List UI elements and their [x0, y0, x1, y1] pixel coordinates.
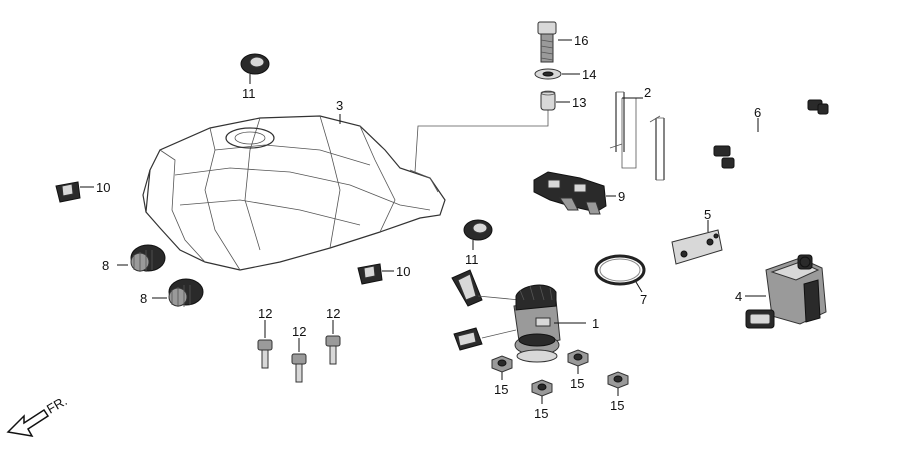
label-part-11-top: 11 [242, 86, 256, 101]
nut-15-a [491, 355, 513, 380]
nut-15-c [531, 379, 553, 404]
front-direction-arrow: FR. [6, 393, 70, 437]
front-direction-label: FR. [44, 393, 70, 416]
label-part-15-b: 15 [570, 376, 584, 391]
valve-4 [745, 254, 827, 329]
label-part-7: 7 [640, 292, 647, 307]
label-part-15-a: 15 [494, 382, 508, 397]
label-part-8-upper: 8 [102, 258, 109, 273]
collar-13 [540, 90, 570, 111]
label-part-16: 16 [574, 33, 588, 48]
damper-8-upper [117, 244, 166, 272]
tube-2 [609, 91, 665, 181]
label-part-12-middle: 12 [292, 324, 306, 339]
cushion-10-middle [357, 263, 394, 285]
hose-routing-line [414, 108, 549, 173]
label-part-5: 5 [704, 207, 711, 222]
plate-5 [671, 220, 723, 265]
label-part-13: 13 [572, 95, 586, 110]
nut-15-b [567, 349, 589, 374]
bolt-12-right [325, 320, 341, 365]
o-ring-7 [594, 254, 646, 293]
grommet-11-top [240, 53, 270, 84]
cushion-10-left [55, 181, 94, 203]
label-part-15-d: 15 [610, 398, 624, 413]
fuel-tank [142, 115, 446, 271]
bolt-16 [537, 21, 572, 63]
fuel-pump-1 [451, 269, 586, 363]
nut-15-d [607, 371, 629, 396]
damper-8-lower [152, 278, 204, 307]
bracket-9 [533, 171, 616, 215]
label-part-10-middle: 10 [396, 264, 410, 279]
label-part-12-right: 12 [326, 306, 340, 321]
washer-14 [534, 68, 580, 80]
label-part-10-left: 10 [96, 180, 110, 195]
label-part-4: 4 [735, 289, 742, 304]
label-part-8-lower: 8 [140, 291, 147, 306]
label-part-9: 9 [618, 189, 625, 204]
label-part-14: 14 [582, 67, 596, 82]
bolt-12-middle [291, 338, 307, 383]
label-part-1: 1 [592, 316, 599, 331]
label-part-6: 6 [754, 105, 761, 120]
grommet-11-middle [463, 219, 493, 250]
hose-6 [713, 99, 829, 169]
label-part-12-left: 12 [258, 306, 272, 321]
label-part-2: 2 [644, 85, 651, 100]
label-part-3: 3 [336, 98, 343, 113]
label-part-11-middle: 11 [465, 252, 479, 267]
bolt-12-left [257, 320, 273, 369]
label-part-15-c: 15 [534, 406, 548, 421]
